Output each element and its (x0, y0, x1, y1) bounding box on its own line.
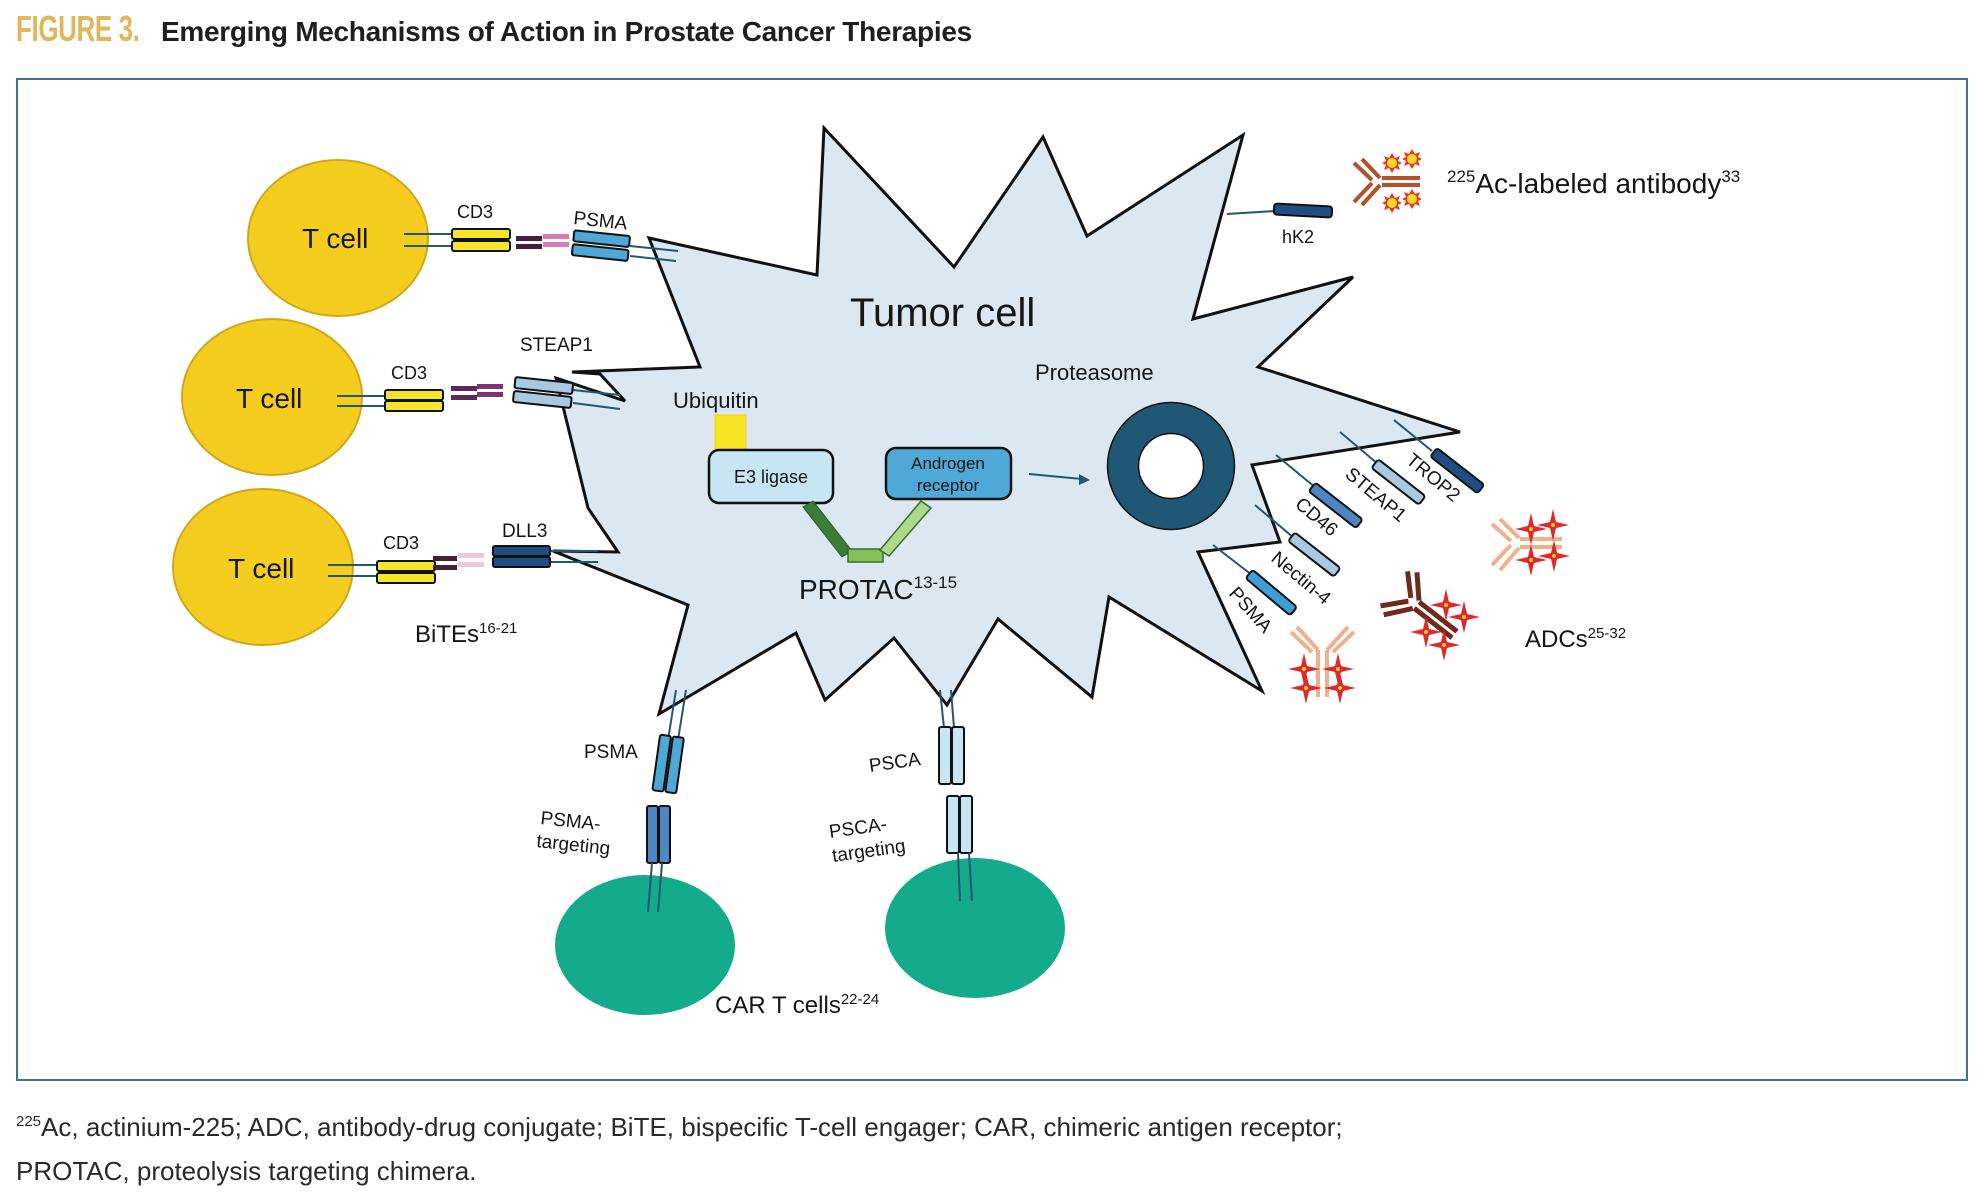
figure-frame (16, 78, 1968, 1081)
e3-ligase-label: E3 ligase (734, 467, 808, 487)
t-cell-label: T cell (228, 553, 294, 584)
degradation-arrow (1028, 473, 1083, 480)
ubiquitin-label: Ubiquitin (673, 388, 759, 413)
t-cell-group-steap1: T cell CD3 STEAP1 (181, 318, 621, 476)
psca-car-label: PSCA (868, 749, 922, 777)
proteasome-label: Proteasome (1035, 360, 1154, 385)
hk2-label: hK2 (1282, 227, 1314, 247)
cd3-label: CD3 (391, 363, 427, 383)
adcs-label: ADCs25-32 (1525, 625, 1626, 653)
ac225-ref: 33 (1721, 167, 1740, 186)
t-cell-label: T cell (302, 223, 368, 254)
adcs-ref: 25-32 (1588, 625, 1626, 642)
cd3-receptor (376, 560, 436, 572)
protac-label-text: PROTAC (799, 574, 914, 605)
psma-antigen (572, 229, 631, 248)
ac225-iso: 225 (1447, 167, 1475, 186)
car-t-cell (555, 875, 735, 1015)
footnote-line-2: PROTAC, proteolysis targeting chimera. (16, 1156, 477, 1186)
adc-antibody-brown (1380, 570, 1459, 640)
androgen-label-line1: Androgen (911, 454, 985, 473)
hk2-antigen (1272, 202, 1334, 219)
car-t-cell-psca: PSCA PSCA- targeting (828, 689, 1065, 998)
cd3-label: CD3 (383, 533, 419, 553)
t-cell (172, 488, 354, 646)
ubiquitin-block (714, 414, 747, 451)
footnote-line-1: 225Ac, actinium-225; ADC, antibody-drug … (16, 1112, 1343, 1143)
figure-heading: Emerging Mechanisms of Action in Prostat… (161, 16, 972, 47)
protac-ref: 13-15 (914, 573, 957, 592)
dll3-antigen (492, 545, 551, 557)
car-t-label-text: CAR T cells (715, 992, 841, 1019)
ac225-label-text: Ac-labeled antibody (1475, 168, 1721, 199)
psca-car-receptor (946, 795, 960, 854)
t-cell-group-psma: T cell CD3 PSMA (247, 159, 679, 317)
car-t-cell-psma: PSMA PSMA- targeting (535, 689, 735, 1015)
proteasome (1107, 402, 1235, 530)
cd3-label: CD3 (457, 202, 493, 222)
car-t-cell (885, 858, 1065, 998)
androgen-receptor-box (884, 446, 1013, 501)
steap1-antigen (513, 376, 575, 395)
cd3-receptor (451, 228, 511, 240)
figure-title: FIGURE 3. Emerging Mechanisms of Action … (16, 8, 972, 52)
psma-car-antigen (651, 733, 672, 793)
footnote-iso: 225 (16, 1113, 42, 1130)
protac-label: PROTAC13-15 (799, 573, 957, 605)
bites-ref: 16-21 (479, 620, 517, 637)
footnote-text-1: Ac, actinium-225; ADC, antibody-drug con… (41, 1112, 1343, 1142)
adc-antibody-peach-upright (1288, 625, 1356, 704)
radioligand-group: hK2 225Ac-labeled antibody33 (1226, 149, 1740, 247)
psma-targeting-line1: PSMA- (539, 808, 601, 835)
psma-car-label: PSMA (584, 742, 638, 763)
protac-group: Ubiquitin E3 ligase Androgen receptor PR… (673, 360, 1236, 605)
adc-antibody-peach-horizontal (1490, 509, 1570, 576)
car-t-ref: 22-24 (841, 991, 879, 1008)
psma-targeting-line2: targeting (535, 831, 611, 860)
protac-linker-right (878, 499, 933, 557)
androgen-label-line2: receptor (917, 476, 980, 495)
t-cell (247, 159, 429, 317)
t-cell-group-dll3: T cell CD3 DLL3 (172, 488, 598, 646)
e3-ligase-box (707, 448, 835, 505)
car-t-label: CAR T cells22-24 (715, 991, 879, 1019)
cd3-receptor (384, 389, 444, 401)
ac225-label: 225Ac-labeled antibody33 (1447, 167, 1740, 199)
tumor-cell (552, 124, 1461, 718)
psca-car-antigen (938, 726, 952, 785)
dll3-label: DLL3 (502, 521, 547, 542)
arrow-head-icon (1079, 474, 1090, 485)
bites-label: BiTEs16-21 (415, 620, 517, 648)
tumor-cell-label: Tumor cell (850, 291, 1035, 335)
adcs-label-text: ADCs (1525, 626, 1588, 653)
t-cell-label: T cell (236, 383, 302, 414)
steap1-label: STEAP1 (520, 335, 593, 356)
bites-label-text: BiTEs (415, 621, 479, 648)
protac-linker-middle (847, 548, 884, 563)
psma-car-receptor (646, 805, 659, 864)
ac225-antibody-icon (1352, 149, 1422, 213)
